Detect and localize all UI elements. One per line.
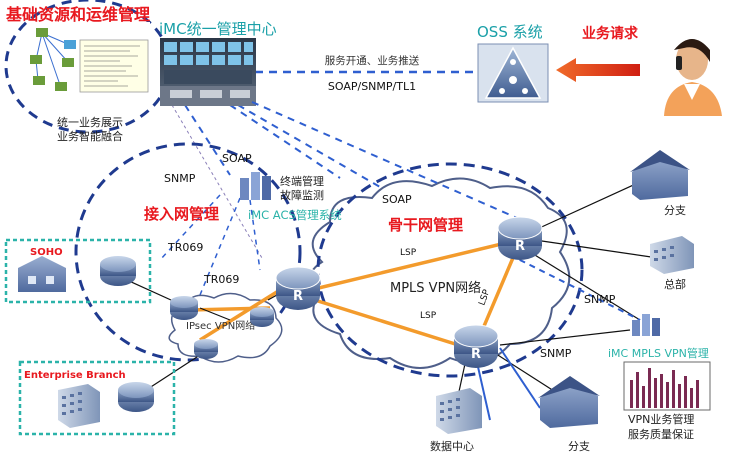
- service-quality-label: 服务质量保证: [628, 427, 694, 441]
- branch-right-label: 分支: [664, 204, 686, 217]
- router-icon: [118, 382, 154, 412]
- router-icon: [250, 307, 274, 327]
- unified-display-label: 统一业务展示: [57, 116, 123, 129]
- terminal-mgmt-label: 终端管理: [280, 174, 324, 188]
- tr069-label-1: TR069: [167, 241, 203, 254]
- bar-chart-icon: [623, 361, 711, 411]
- headquarters-label: 总部: [664, 277, 686, 291]
- house-icon: [630, 150, 690, 200]
- ipsec-vpn-network-label: IPsec VPN网络: [186, 319, 255, 332]
- backbone-mgmt-title: 骨干网管理: [388, 216, 463, 234]
- request-arrow-icon: [556, 58, 640, 82]
- server-icon: [240, 172, 271, 200]
- basic-resources-title: 基础资源和运维管理: [5, 5, 150, 24]
- router-icon: R: [275, 266, 321, 310]
- router-icon: [100, 256, 136, 286]
- imc-mpls-vpn-label: iMC MPLS VPN管理: [608, 346, 709, 360]
- fault-monitor-label: 故障监测: [280, 188, 324, 202]
- snmp-label-1: SNMP: [164, 172, 196, 185]
- building-icon: [650, 236, 694, 274]
- vpn-service-mgmt-label: VPN业务管理: [628, 412, 694, 426]
- soap-label-1: SOAP: [222, 152, 252, 165]
- enterprise-branch-box: [18, 360, 176, 436]
- house-icon: [18, 256, 66, 292]
- soho-label: SOHO: [30, 247, 63, 258]
- acs-system-label: iMC ACS管理系统: [248, 208, 342, 222]
- service-provision-label: 服务开通、业务推送: [325, 54, 420, 67]
- router-icon: R: [497, 216, 543, 260]
- operator-person-icon: [656, 36, 726, 116]
- svg-text:R: R: [515, 239, 525, 254]
- oss-triangle-icon: [477, 43, 549, 103]
- svg-text:R: R: [471, 347, 481, 362]
- branch-bottom-label: 分支: [568, 440, 590, 453]
- tr069-label-2: TR069: [203, 273, 239, 286]
- snmp-label-2: SNMP: [584, 293, 616, 306]
- imc-control-room-image: [160, 38, 256, 106]
- building-icon: [436, 388, 482, 434]
- intelligent-fusion-label: 业务智能融合: [57, 129, 123, 143]
- service-request-label: 业务请求: [582, 25, 639, 42]
- access-network-circle: [74, 142, 302, 362]
- router-icon: R: [453, 324, 499, 368]
- svg-text:R: R: [293, 289, 303, 304]
- soho-box: [4, 238, 152, 304]
- topology-thumbnail-icon: [30, 22, 150, 102]
- enterprise-branch-label: Enterprise Branch: [24, 370, 126, 381]
- imc-center-title: iMC统一管理中心: [159, 20, 277, 38]
- soap-snmp-tl1-label: SOAP/SNMP/TL1: [328, 80, 416, 93]
- building-icon: [58, 384, 100, 428]
- lsp-label-2: LSP: [420, 311, 437, 321]
- router-icon: [170, 296, 198, 320]
- access-mgmt-title: 接入网管理: [144, 205, 219, 223]
- data-center-label: 数据中心: [430, 439, 474, 453]
- snmp-label-3: SNMP: [540, 347, 572, 360]
- router-icon: [194, 339, 218, 359]
- backbone-network-circle: [316, 162, 584, 378]
- lsp-label-1: LSP: [400, 248, 417, 258]
- soap-label-2: SOAP: [382, 193, 412, 206]
- mpls-vpn-network-label: MPLS VPN网络: [390, 280, 481, 296]
- server-icon: [632, 314, 660, 336]
- management-links: [251, 101, 641, 421]
- oss-title: OSS 系统: [477, 23, 543, 41]
- house-icon: [538, 376, 600, 428]
